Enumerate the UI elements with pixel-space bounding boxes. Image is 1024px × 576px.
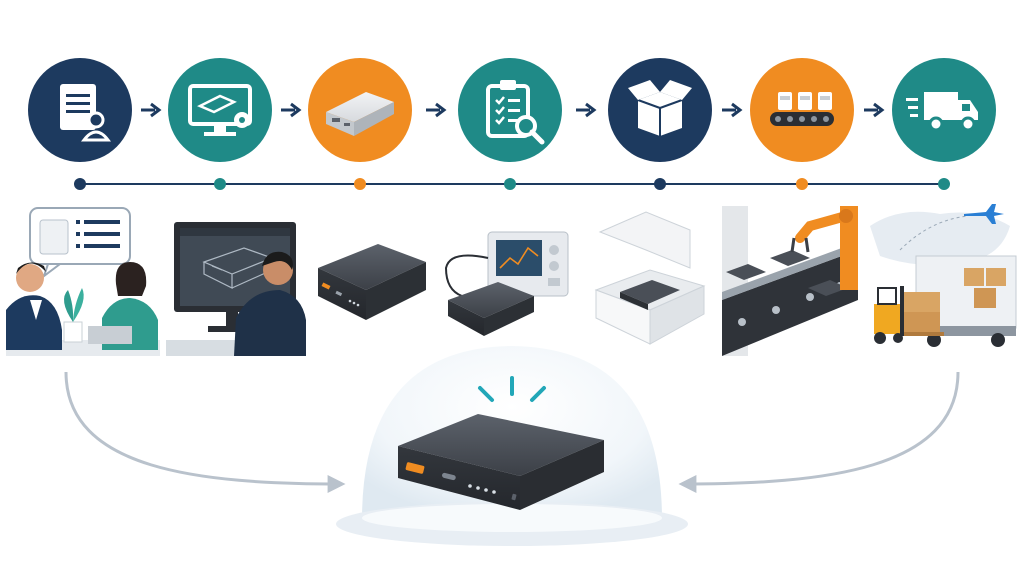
left-flow-arrow	[64, 371, 346, 493]
delivery-truck-icon	[906, 92, 978, 132]
step-shipping	[892, 58, 996, 162]
right-flow-arrow	[678, 371, 960, 493]
timeline-dot	[354, 178, 366, 190]
test-equipment-scene	[436, 206, 572, 356]
step-packaging	[608, 58, 712, 162]
conveyor-belt-icon	[770, 92, 834, 126]
step-mass-production	[750, 58, 854, 162]
client-meeting-scene	[6, 206, 160, 356]
monitor-gear-icon	[188, 84, 252, 136]
timeline-dot	[74, 178, 86, 190]
prototype-power-bank-scene	[312, 206, 430, 356]
packaged-product-scene	[580, 206, 712, 356]
usb-c-port	[442, 472, 456, 481]
step-prototype	[308, 58, 412, 162]
step-icons-row	[28, 58, 996, 162]
timeline-dot	[214, 178, 226, 190]
step-testing	[458, 58, 562, 162]
cad-design-scene	[166, 206, 306, 356]
logistics-scene	[864, 204, 1017, 356]
robotic-assembly-line-scene	[722, 206, 858, 356]
usb-a-port	[405, 462, 425, 474]
power-bank-icon	[326, 92, 394, 136]
step-design	[168, 58, 272, 162]
step-arrow-icon	[281, 102, 302, 118]
timeline-dot	[504, 178, 516, 190]
step-arrows	[141, 102, 885, 118]
timeline-dot	[654, 178, 666, 190]
step-requirements	[28, 58, 132, 162]
step-arrow-icon	[722, 102, 743, 118]
timeline-dot	[796, 178, 808, 190]
open-box-icon	[628, 80, 692, 136]
step-arrow-icon	[426, 102, 447, 118]
timeline-dots	[74, 178, 950, 190]
document-user-icon	[60, 84, 112, 142]
step-arrow-icon	[141, 102, 162, 118]
timeline-dot	[938, 178, 950, 190]
airplane-icon	[964, 204, 1004, 224]
power-bank-icon	[398, 414, 604, 510]
step-arrow-icon	[576, 102, 597, 118]
step-arrow-icon	[864, 102, 885, 118]
glow-lines-icon	[478, 376, 546, 402]
final-product	[336, 346, 688, 546]
clipboard-check-icon	[486, 80, 545, 145]
